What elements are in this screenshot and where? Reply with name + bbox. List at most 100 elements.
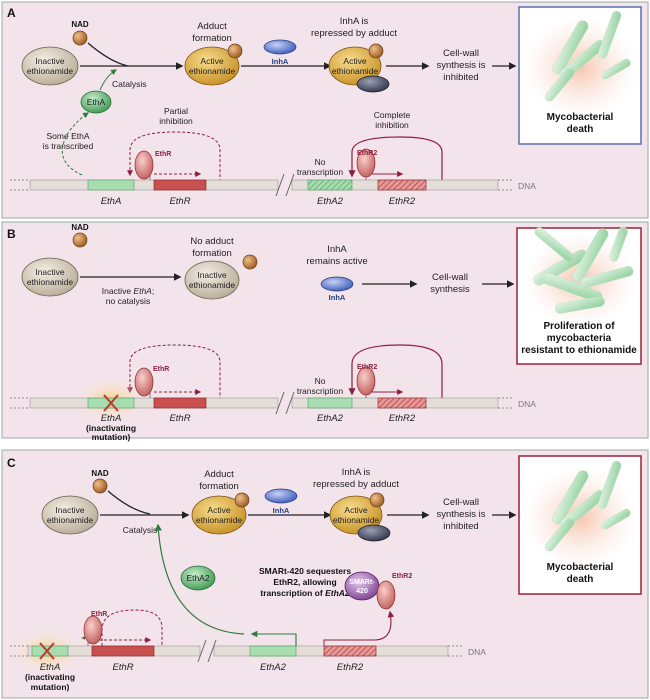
gene-ethr — [153, 179, 207, 191]
adduct-formation-line1: Adduct — [204, 469, 234, 480]
bacterium-icon — [601, 58, 631, 80]
ethr-inhibition-arc — [127, 344, 221, 398]
cell-wall-line2: synthesis is — [436, 509, 485, 520]
inactive-ethionamide2-line2: ethionamide — [189, 280, 236, 290]
mutation-line1: (inactivating — [86, 423, 136, 433]
mutation-line2: mutation) — [92, 432, 131, 442]
dna-label: DNA — [518, 181, 536, 191]
inha-active-line1: InhA — [327, 244, 347, 255]
inactive-ethionamide-line2: ethionamide — [27, 66, 74, 76]
inha-note-line1: InhA is — [342, 467, 371, 478]
etha-transcription-arrow — [61, 112, 90, 176]
outcome-line2: death — [567, 574, 594, 585]
no-adduct-line1: No adduct — [190, 236, 234, 247]
cell-wall-line2: synthesis — [430, 284, 470, 295]
panel-b: B NAD Inactive ethionamide Inactive EthA… — [1, 221, 649, 442]
gene-etha-label: EthA — [101, 196, 122, 207]
panel-c-label: C — [7, 456, 16, 470]
inha-label: InhA — [272, 57, 289, 66]
outcome-line2: death — [567, 124, 594, 135]
no-adduct-line2: formation — [192, 248, 232, 259]
panel-a: A NAD Inactive ethionamide Catalysis Eth… — [1, 1, 649, 219]
cell-wall-line1: Cell-wall — [432, 272, 468, 283]
inactive-ethionamide — [21, 257, 79, 297]
cell-wall-line1: Cell-wall — [443, 48, 479, 59]
active-ethionamide-line2: ethionamide — [189, 66, 236, 76]
complete-inhibition-line1: Complete — [374, 110, 411, 120]
partial-inhibition-line1: Partial — [164, 106, 188, 116]
outcome-line1: Mycobacterial — [547, 112, 614, 123]
etha2-enzyme — [180, 565, 216, 591]
active-ethionamide-inha-line2: ethionamide — [332, 66, 379, 76]
cell-wall-line2: synthesis is — [436, 60, 485, 71]
inha-repressed-icon — [357, 524, 391, 542]
gene-ethr2-label: EthR2 — [389, 413, 416, 424]
cell-wall-line3: inhibited — [443, 521, 478, 532]
inactive-ethionamide-line1: Inactive — [35, 267, 65, 277]
inactive-ethionamide2-line1: Inactive — [197, 270, 227, 280]
ethr2-repressor — [356, 148, 376, 178]
gene-ethr2 — [323, 645, 377, 657]
inha-repressed-icon — [356, 75, 390, 93]
etha-enzyme-label: EthA — [87, 97, 106, 107]
active-ethionamide — [184, 46, 240, 86]
mutation-line2: mutation) — [31, 682, 70, 692]
cell-wall-line1: Cell-wall — [443, 497, 479, 508]
inactive-ethionamide-line1: Inactive — [55, 505, 85, 515]
catalysis-label: Catalysis — [112, 79, 146, 89]
gene-etha2 — [307, 179, 353, 191]
active-ethionamide-inha-line2: ethionamide — [333, 515, 380, 525]
some-etha-line2: is transcribed — [43, 141, 94, 151]
panel-c: C NAD Inactive ethionamide Catalysis Add… — [1, 449, 649, 699]
active-ethionamide-inha-line1: Active — [343, 56, 366, 66]
nad-molecule-icon — [92, 478, 108, 494]
gene-etha2-label: EthA2 — [317, 413, 344, 424]
etha2-transcription-arrow — [250, 630, 297, 646]
adduct-formation-line2: formation — [199, 481, 239, 492]
complete-inhibition-arc — [348, 136, 443, 180]
bacterium-icon — [597, 460, 622, 509]
bacterium-icon — [580, 266, 634, 288]
ethr2-sequestered — [376, 580, 396, 610]
inha-note-line2: repressed by adduct — [311, 28, 397, 39]
bacterium-icon — [601, 508, 631, 530]
gene-ethr2 — [377, 179, 427, 191]
ethr-repressor — [134, 150, 154, 180]
ethr-repressor — [134, 367, 154, 397]
smart-note-line3: transcription of EthA2 — [260, 588, 350, 598]
gene-ethr-label: EthR — [169, 196, 190, 207]
dna-label: DNA — [518, 399, 536, 409]
nad-molecule-icon — [72, 232, 88, 248]
bacterium-icon — [544, 68, 575, 102]
gene-etha — [31, 645, 69, 657]
inha-active-line2: remains active — [306, 256, 367, 267]
smart-line2: 420 — [356, 588, 368, 595]
panel-b-label: B — [7, 227, 16, 241]
dna-label: DNA — [468, 647, 486, 657]
nad-bound-icon — [227, 43, 243, 59]
active-ethionamide — [191, 495, 247, 535]
gene-ethr — [91, 645, 155, 657]
nad-label: NAD — [71, 223, 89, 232]
gene-ethr2 — [377, 397, 427, 409]
bacterium-icon — [555, 296, 605, 314]
catalysis-arrow — [99, 69, 118, 91]
bacterium-icon — [552, 20, 589, 75]
ethr2-expression-arrow — [373, 610, 395, 641]
inactive-ethionamide — [21, 46, 79, 86]
adduct-formation-line2: formation — [192, 33, 232, 44]
bacterium-icon — [609, 226, 628, 262]
active-ethionamide-line1: Active — [207, 505, 230, 515]
inha-enzyme — [263, 39, 297, 55]
outcome-line1: Mycobacterial — [547, 562, 614, 573]
inha-label: InhA — [329, 293, 346, 302]
bacterium-icon — [534, 227, 575, 262]
inha-note-line2: repressed by adduct — [313, 479, 399, 490]
gene-ethr2-label: EthR2 — [337, 662, 364, 673]
nad-arrow — [107, 490, 151, 515]
mutation-x-icon — [103, 394, 119, 412]
active-ethionamide-inha-line1: Active — [344, 505, 367, 515]
partial-inhibition-arc — [127, 131, 221, 180]
mutation-line1: (inactivating — [25, 672, 75, 682]
smart-line1: SMARt- — [349, 579, 375, 586]
